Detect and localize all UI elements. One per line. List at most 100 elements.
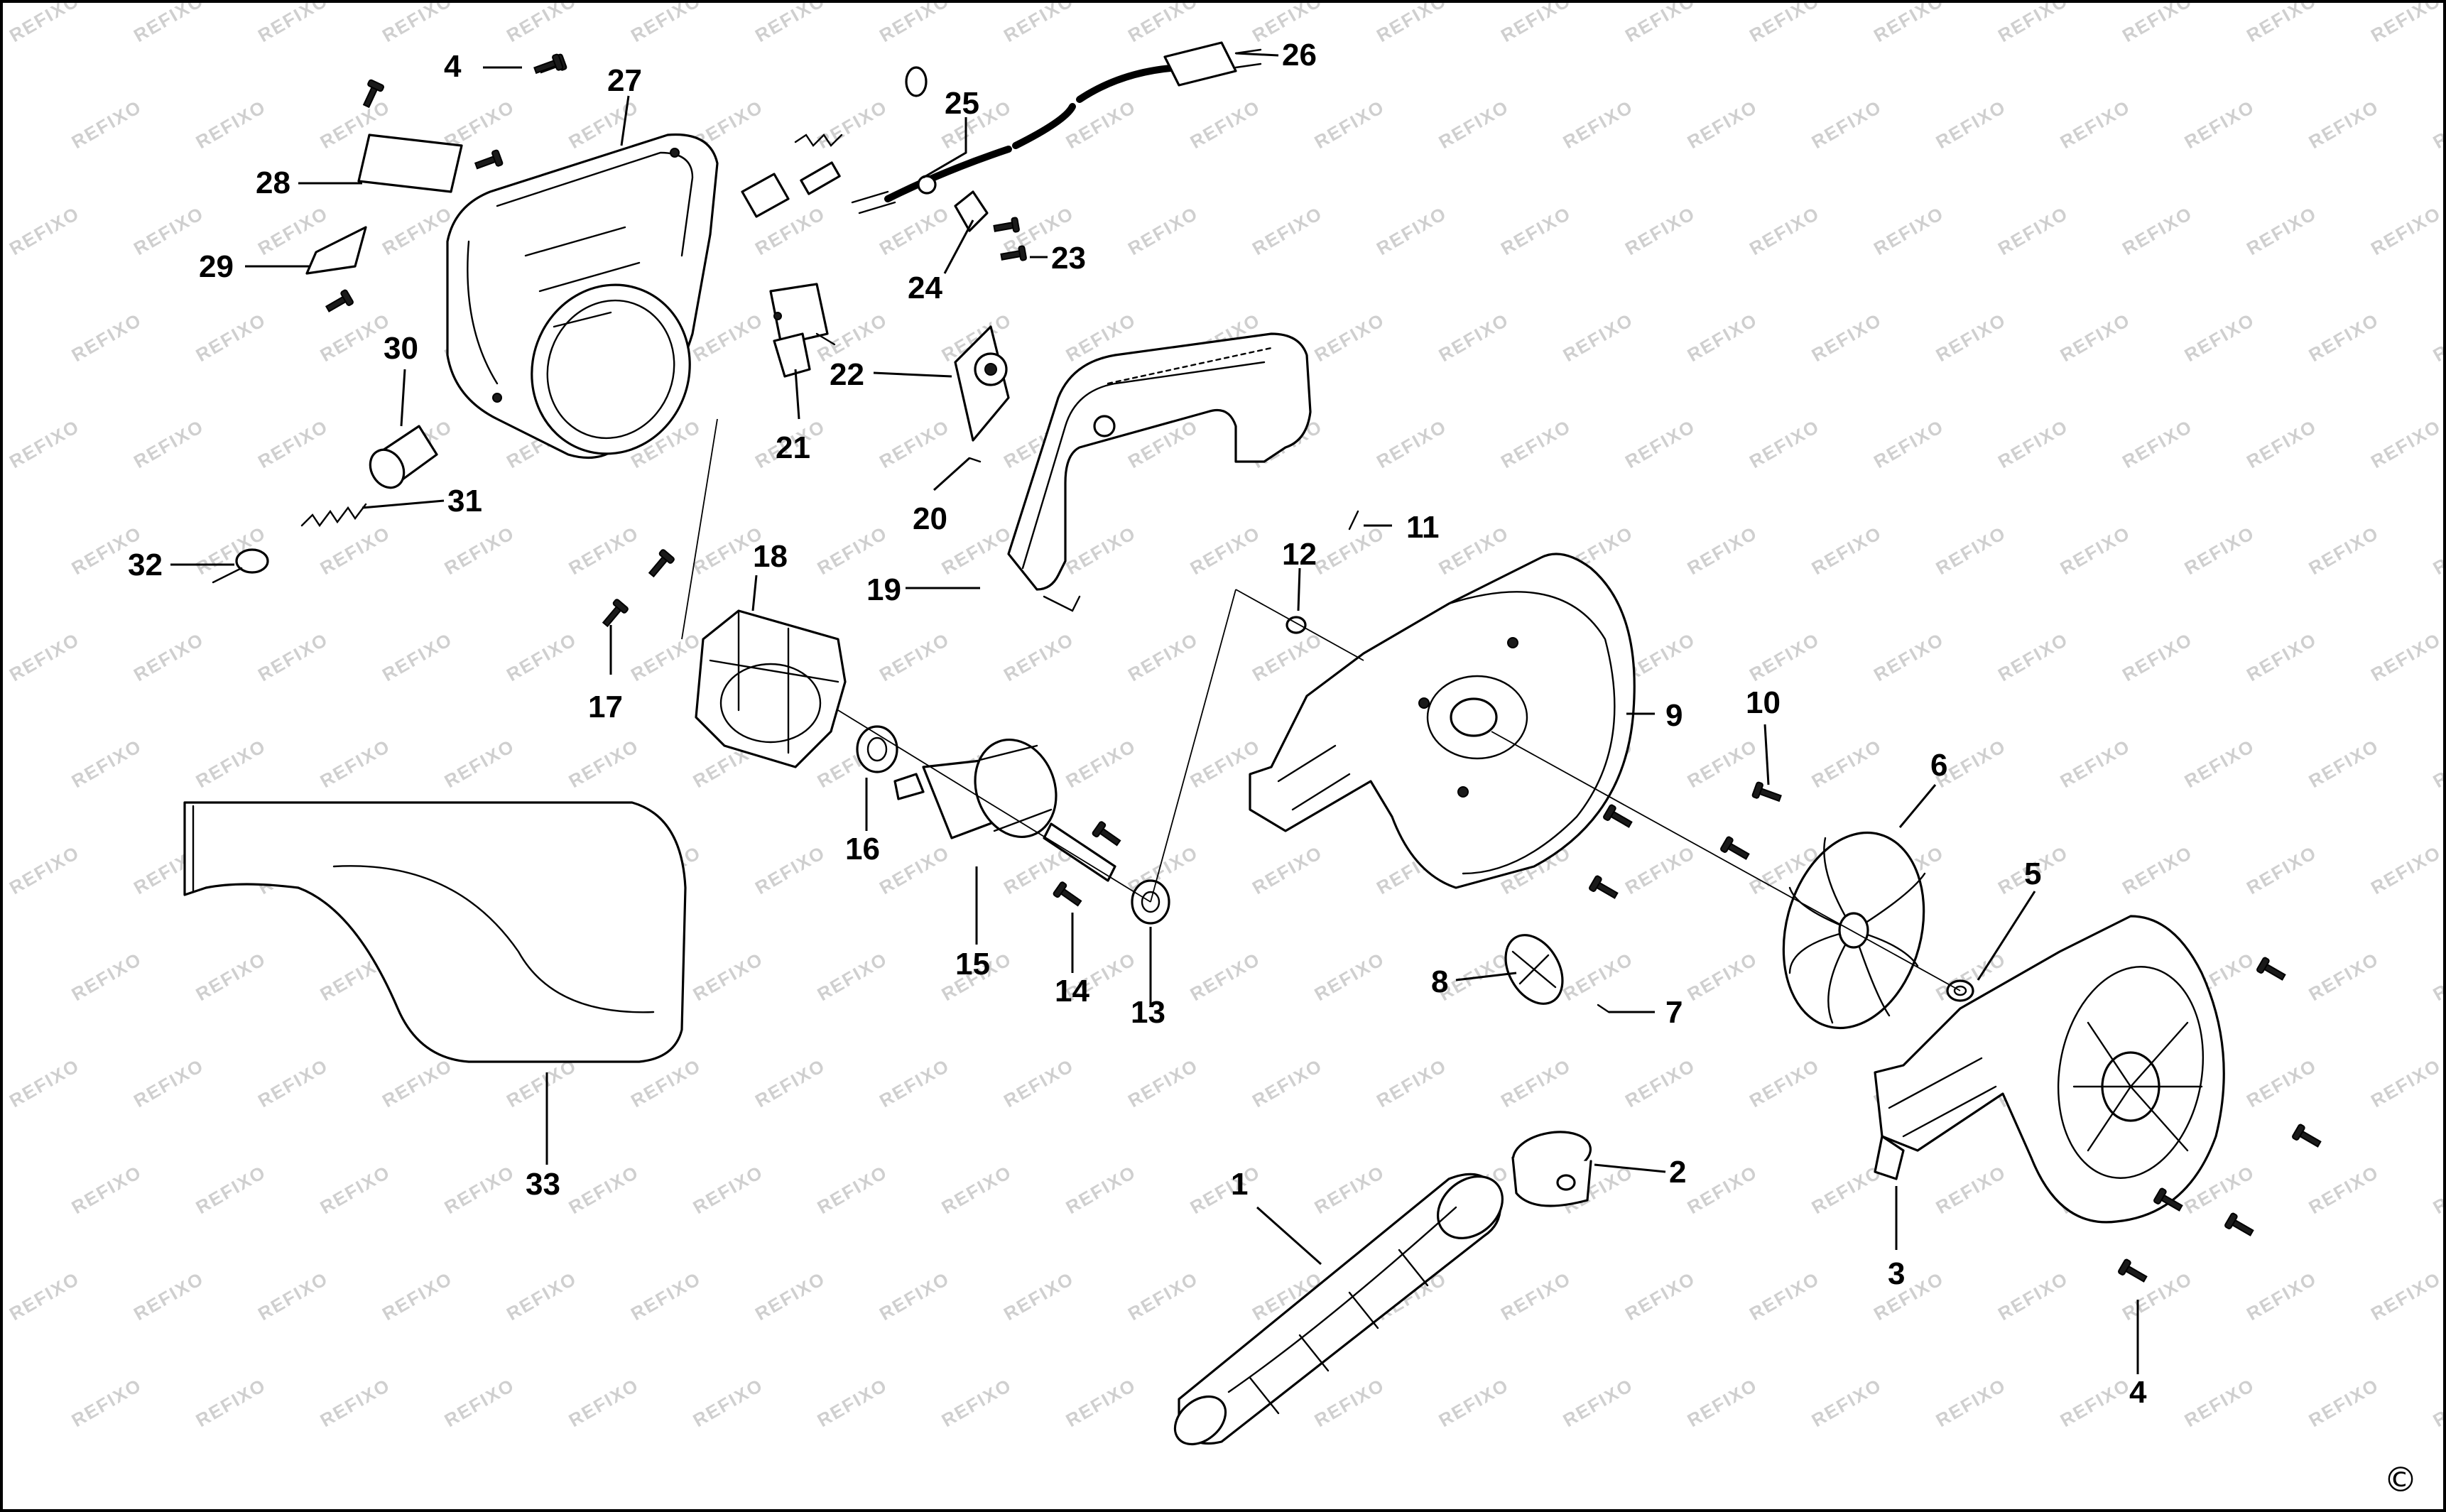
label-part-24: 24 (908, 271, 942, 305)
label-part-20: 20 (913, 501, 947, 536)
watermark-text: REFIXO (2057, 1374, 2134, 1431)
watermark-text: REFIXO (2243, 1055, 2320, 1111)
watermark-text: REFIXO (1870, 629, 1947, 685)
watermark-text: REFIXO (2057, 309, 2134, 366)
watermark-text: REFIXO (876, 415, 953, 472)
watermark-text: REFIXO (1560, 309, 1637, 366)
label-part-8: 8 (1431, 964, 1448, 999)
watermark-text: REFIXO (1000, 1055, 1077, 1111)
watermark-text: REFIXO (2057, 735, 2134, 792)
label-part-4-top: 4 (444, 49, 462, 84)
small-label-part-29 (305, 226, 367, 275)
watermark-text: REFIXO (379, 1055, 456, 1111)
watermark-text: REFIXO (565, 1161, 643, 1218)
watermark-text: REFIXO (503, 629, 580, 685)
label-part-23: 23 (1051, 241, 1086, 276)
watermark-text: REFIXO (441, 1374, 518, 1431)
watermark-text: REFIXO (317, 522, 394, 579)
label-part-12: 12 (1282, 537, 1317, 572)
watermark-text: REFIXO (192, 309, 270, 366)
watermark-text: REFIXO (254, 415, 332, 472)
circuit-board-part-22 (954, 325, 1010, 442)
watermark-text: REFIXO (1684, 735, 1761, 792)
watermark-text: REFIXO (379, 202, 456, 259)
watermark-text: REFIXO (1249, 842, 1326, 898)
watermark-text: REFIXO (130, 629, 207, 685)
watermark-text: REFIXO (1560, 1374, 1637, 1431)
watermark-text: REFIXO (2119, 415, 2196, 472)
watermark-text: REFIXO (6, 0, 83, 46)
watermark-text: REFIXO (1808, 309, 1886, 366)
label-part-30: 30 (384, 331, 418, 366)
watermark-text: REFIXO (751, 1268, 829, 1325)
watermark-text: REFIXO (1870, 1268, 1947, 1325)
screws-part-4-right (2118, 957, 2322, 1283)
watermark-text: REFIXO (6, 202, 83, 259)
label-part-1: 1 (1231, 1167, 1248, 1202)
watermark-text: REFIXO (1311, 522, 1388, 579)
watermark-text: REFIXO (2367, 842, 2445, 898)
watermark-text: REFIXO (1062, 522, 1140, 579)
watermark-text: REFIXO (1684, 1374, 1761, 1431)
watermark-text: REFIXO (1311, 309, 1388, 366)
watermark-text: REFIXO (1808, 735, 1886, 792)
watermark-text: REFIXO (1621, 0, 1699, 46)
watermark-text: REFIXO (1933, 1161, 2010, 1218)
watermark-text: REFIXO (2243, 1268, 2320, 1325)
watermark-text: REFIXO (379, 1268, 456, 1325)
watermark-text: REFIXO (1808, 96, 1886, 153)
rear-housing-part-27 (446, 133, 719, 459)
watermark-text: REFIXO (379, 629, 456, 685)
watermark-text: REFIXO (627, 629, 705, 685)
watermark-text: REFIXO (1187, 96, 1264, 153)
watermark-text: REFIXO (565, 1374, 643, 1431)
watermark-text: REFIXO (1994, 629, 2072, 685)
watermark-text: REFIXO (1373, 0, 1450, 46)
pin-part-7 (1597, 1004, 1610, 1013)
watermark-text: REFIXO (2057, 96, 2134, 153)
power-cord-part-25 (851, 64, 1183, 214)
watermark-text: REFIXO (1311, 948, 1388, 1005)
label-part-2: 2 (1669, 1155, 1686, 1190)
watermark-text: REFIXO (192, 96, 270, 153)
watermark-text: REFIXO (938, 522, 1016, 579)
watermark-text: REFIXO (627, 1268, 705, 1325)
watermark-text: REFIXO (68, 1374, 146, 1431)
watermark-text: REFIXO (68, 1161, 146, 1218)
watermark-text: REFIXO (1373, 415, 1450, 472)
watermark-text: REFIXO (2305, 1161, 2383, 1218)
watermark-text: REFIXO (6, 415, 83, 472)
watermark-text: REFIXO (192, 735, 270, 792)
watermark-text: REFIXO (876, 842, 953, 898)
watermark-text: REFIXO (2305, 1374, 2383, 1431)
watermark-text: REFIXO (1621, 842, 1699, 898)
fan-impeller-part-6 (1782, 831, 1926, 1030)
watermark-text: REFIXO (876, 202, 953, 259)
watermark-text: REFIXO (379, 0, 456, 46)
hub-part-8 (1504, 934, 1564, 1005)
watermark-text: REFIXO (814, 1374, 891, 1431)
watermark-text: REFIXO (130, 1268, 207, 1325)
armature-part-15 (893, 738, 1116, 882)
watermark-text: REFIXO (1187, 948, 1264, 1005)
watermark-text: REFIXO (1124, 202, 1202, 259)
watermark-text: REFIXO (1124, 629, 1202, 685)
nozzle-part-1 (1173, 1173, 1504, 1446)
watermark-text: REFIXO (627, 0, 705, 46)
watermark-text: REFIXO (1746, 0, 1823, 46)
fan-housing-part-9 (1249, 553, 1636, 889)
watermark-text: REFIXO (192, 948, 270, 1005)
label-part-33: 33 (526, 1167, 560, 1202)
watermark-text: REFIXO (2119, 1268, 2196, 1325)
watermark-text: REFIXO (2119, 629, 2196, 685)
watermark-text: REFIXO (1000, 0, 1077, 46)
watermark-text: REFIXO (1062, 1161, 1140, 1218)
watermark-text: REFIXO (2367, 1268, 2445, 1325)
watermark-text: REFIXO (6, 1268, 83, 1325)
watermark-text: REFIXO (2181, 309, 2259, 366)
watermark-text: REFIXO (2367, 202, 2445, 259)
watermark-text: REFIXO (1684, 309, 1761, 366)
label-part-5: 5 (2024, 856, 2041, 891)
cord-clip-part-24 (954, 190, 989, 232)
watermark-text: REFIXO (1435, 522, 1513, 579)
